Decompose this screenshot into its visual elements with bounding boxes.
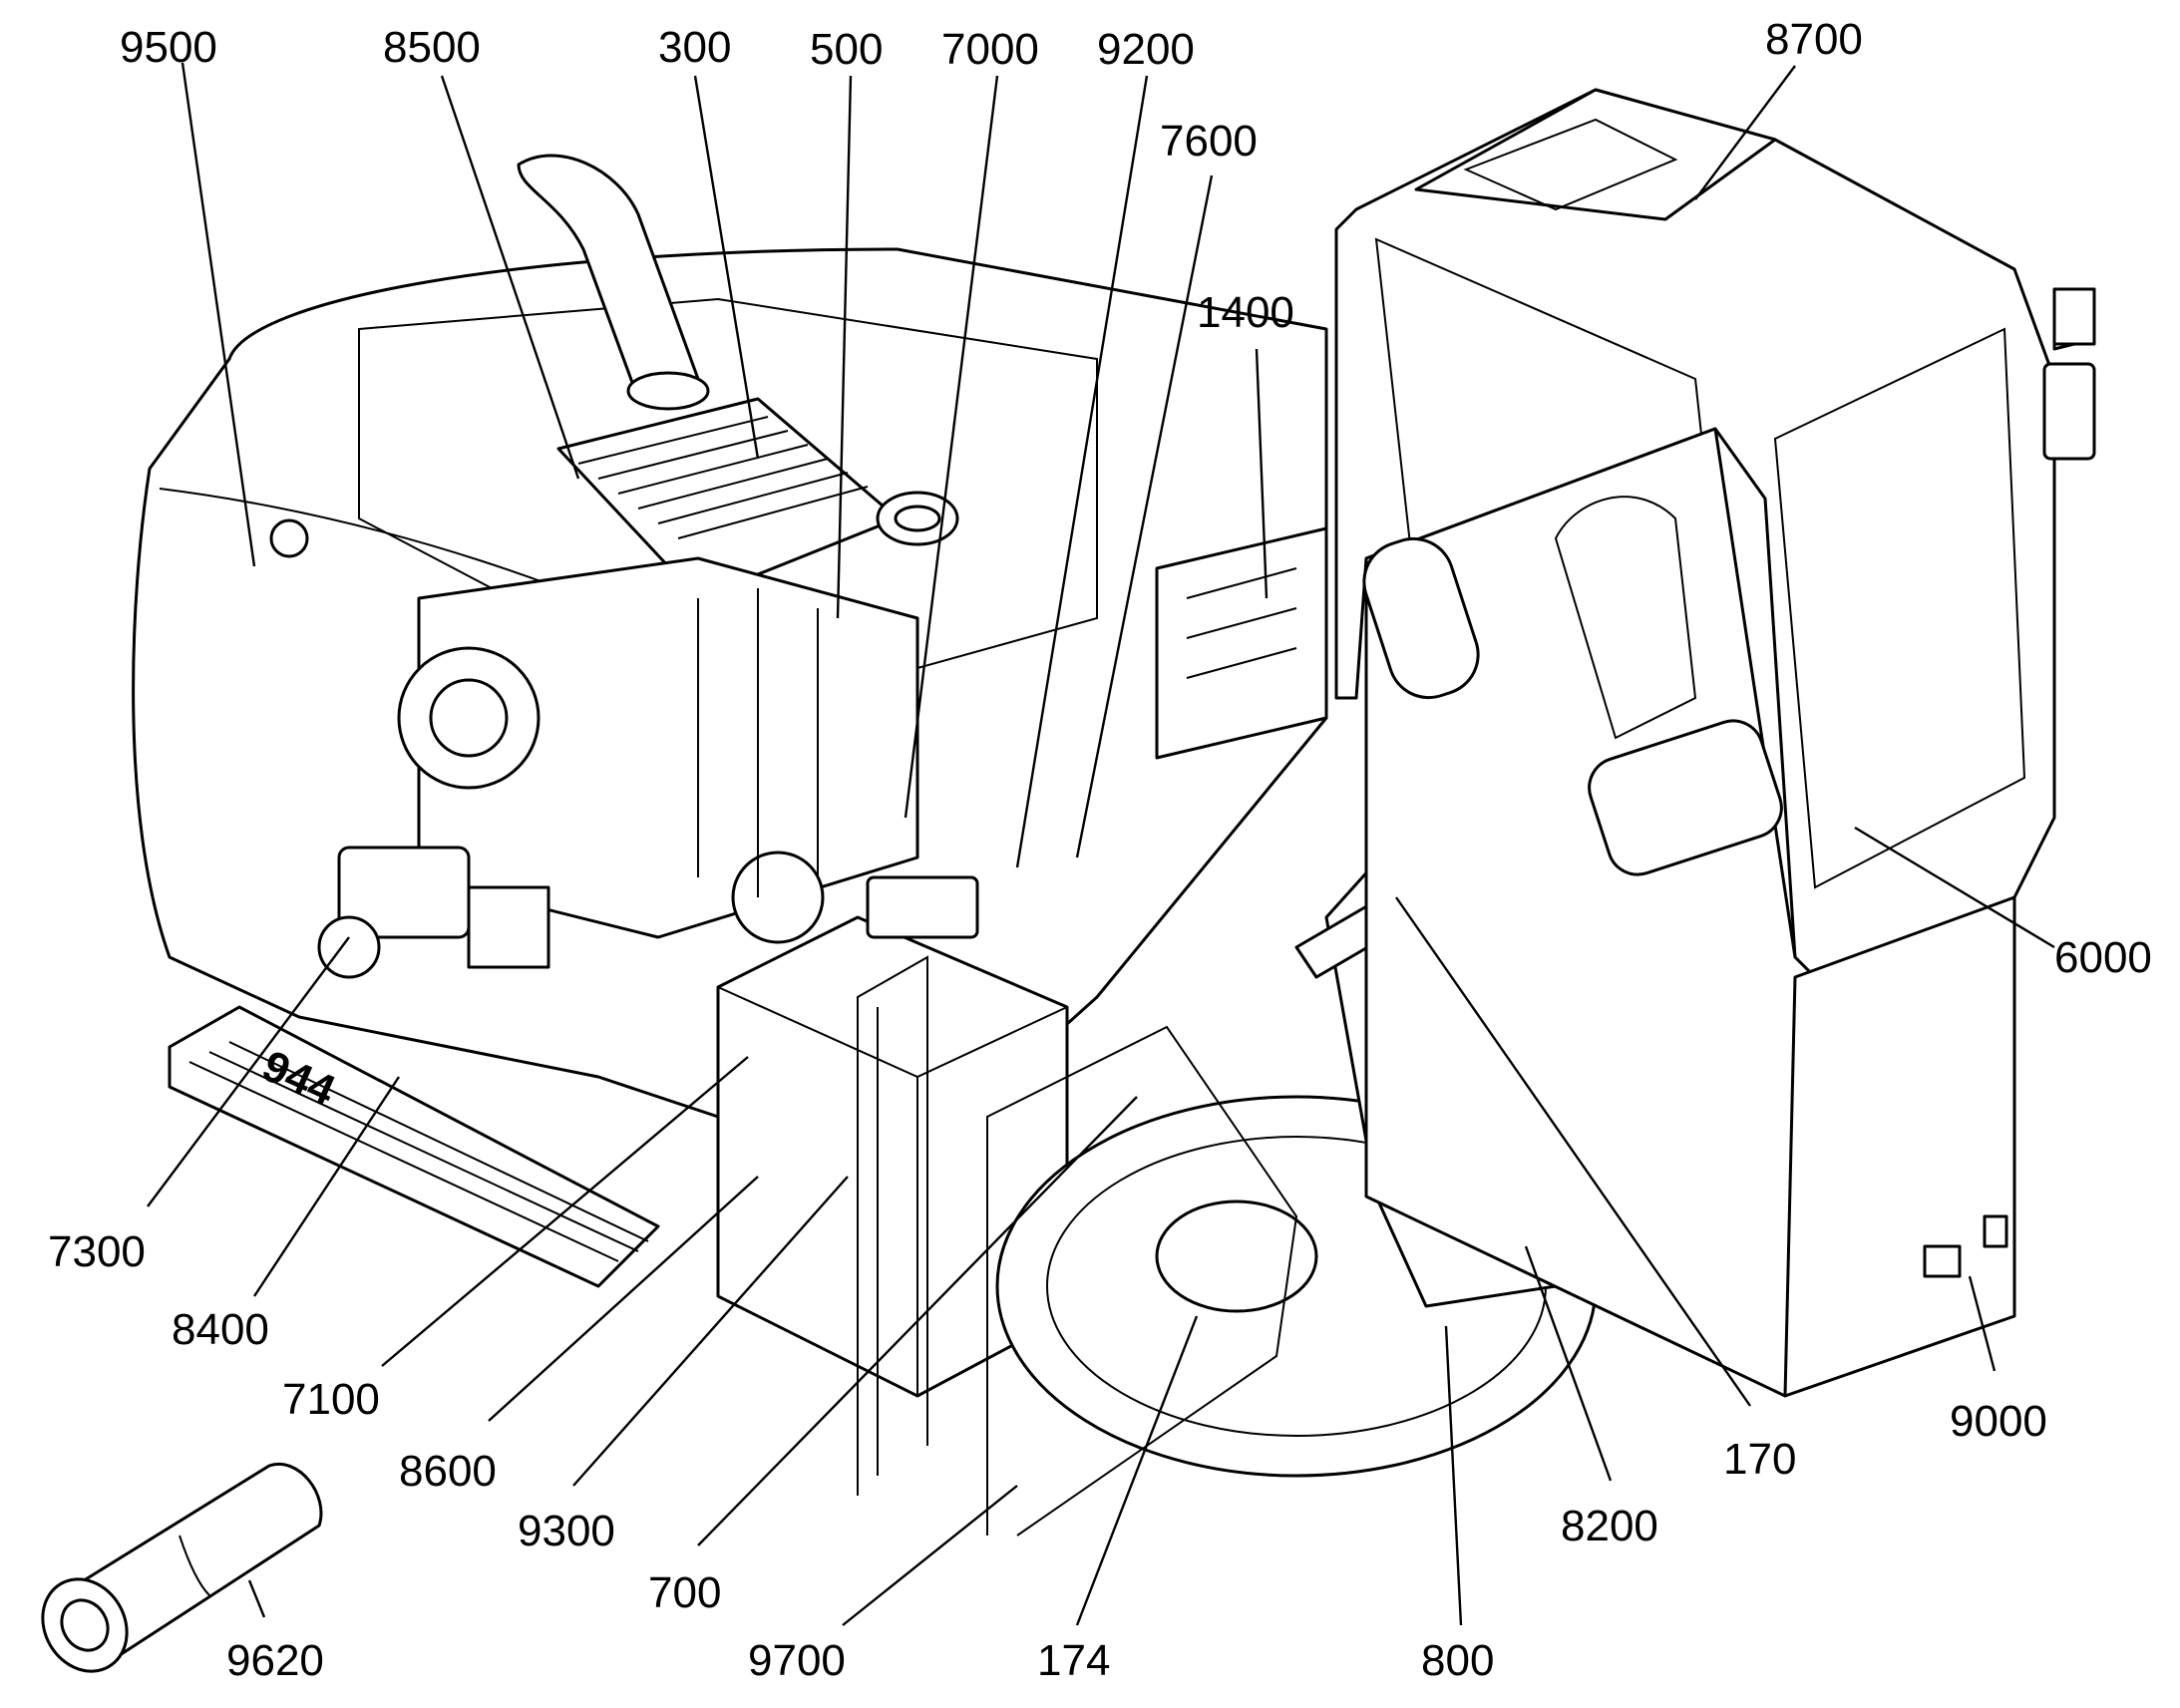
callout-7100: 7100: [282, 1375, 380, 1424]
callout-1400: 1400: [1197, 288, 1294, 337]
handrails: [857, 955, 1298, 1537]
callout-8400: 8400: [172, 1305, 269, 1354]
exhaust-pipe: [517, 154, 710, 411]
callout-6000: 6000: [2054, 933, 2152, 982]
callout-700: 700: [648, 1568, 721, 1617]
callout-170: 170: [1723, 1435, 1796, 1484]
engine-block: [397, 491, 959, 944]
callout-7300: 7300: [48, 1227, 146, 1276]
callout-9300: 9300: [518, 1507, 615, 1555]
battery-box: [1155, 526, 1328, 760]
callout-500: 500: [810, 25, 883, 74]
callout-9700: 9700: [748, 1636, 846, 1685]
leader-lines: [147, 62, 2055, 1626]
callout-8700: 8700: [1765, 15, 1863, 64]
callout-800: 800: [1421, 1636, 1494, 1685]
callout-9000: 9000: [1950, 1397, 2047, 1446]
access-step: [168, 1005, 660, 1288]
callout-300: 300: [658, 23, 731, 72]
part-callouts: 9500 8500 300 500 7000 9200 7600 1400 87…: [48, 15, 2152, 1685]
callout-174: 174: [1037, 1636, 1110, 1685]
callout-8200: 8200: [1561, 1502, 1658, 1550]
callout-9200: 9200: [1097, 25, 1195, 74]
callout-7000: 7000: [941, 25, 1039, 74]
callout-7600: 7600: [1160, 117, 1258, 166]
callout-8500: 8500: [383, 23, 481, 72]
callout-9500: 9500: [120, 23, 217, 72]
hydraulic-pump: [317, 846, 550, 979]
hose-roll: [41, 1462, 323, 1673]
callout-8600: 8600: [399, 1447, 497, 1496]
callout-9620: 9620: [226, 1636, 324, 1685]
fuel-tank: [716, 875, 1069, 1398]
operator-cab: [1334, 88, 2096, 1398]
